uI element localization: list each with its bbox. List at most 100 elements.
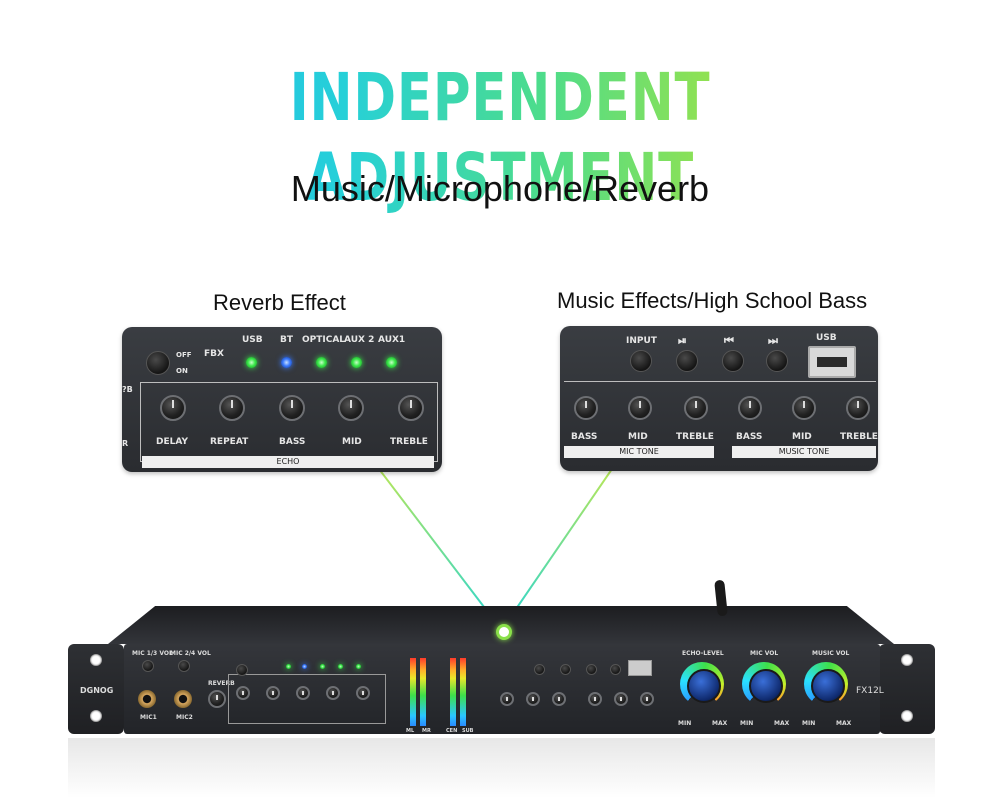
music-bass-label: BASS — [736, 432, 763, 442]
reverb-panel-zoom: OFF ON FBX USB BT OPTICAL AUX 2 AUX1 ?B … — [122, 327, 442, 472]
source-aux1-label: AUX1 — [378, 335, 406, 345]
echo-max-label: MAX — [712, 720, 728, 727]
music-mid-knob[interactable] — [792, 396, 816, 420]
aux2-device-led — [338, 664, 343, 669]
mic13-vol-knob[interactable] — [142, 660, 154, 672]
repeat-knob[interactable] — [219, 395, 245, 421]
mid-knob[interactable] — [338, 395, 364, 421]
treble-device-knob[interactable] — [356, 686, 370, 700]
meter-ml — [410, 658, 416, 726]
mic-min-label: MIN — [740, 720, 754, 727]
mic-bass-knob[interactable] — [574, 396, 598, 420]
mid-label: MID — [342, 437, 362, 447]
usb-led — [246, 357, 257, 368]
edge-label-bottom: R — [122, 439, 129, 448]
meter-sub — [460, 658, 466, 726]
mic24-vol-label: MIC 2/4 VOL — [170, 650, 211, 657]
mic-tone-label: MIC TONE — [564, 446, 714, 458]
mic1-label: MIC1 — [140, 714, 157, 721]
mic-max-label: MAX — [774, 720, 790, 727]
optical-led — [316, 357, 327, 368]
switch-on-label: ON — [176, 367, 188, 375]
echo-level-label: ECHO-LEVEL — [682, 650, 724, 657]
mic2-label: MIC2 — [176, 714, 193, 721]
music-callout-line — [502, 449, 626, 629]
music-tone-label: MUSIC TONE — [732, 446, 876, 458]
reverb-effect-label: Reverb Effect — [213, 290, 346, 315]
model-label: FX12L — [856, 686, 884, 696]
source-aux2-label: AUX 2 — [344, 335, 375, 345]
meter-cen — [450, 658, 456, 726]
device-reflection — [68, 738, 935, 798]
bass-knob[interactable] — [279, 395, 305, 421]
music-treble-label: TREBLE — [840, 432, 878, 442]
next-device-button[interactable] — [610, 664, 621, 675]
repeat-device-knob[interactable] — [266, 686, 280, 700]
music-effects-label: Music Effects/High School Bass — [557, 288, 868, 313]
music-mid-device-knob[interactable] — [614, 692, 628, 706]
input-button[interactable] — [630, 350, 652, 372]
aux1-led — [386, 357, 397, 368]
mic2-jack[interactable] — [174, 690, 192, 708]
music-treble-knob[interactable] — [846, 396, 870, 420]
mic-mid-knob[interactable] — [628, 396, 652, 420]
mid-device-knob[interactable] — [326, 686, 340, 700]
music-max-label: MAX — [836, 720, 852, 727]
next-button[interactable] — [766, 350, 788, 372]
fbx-switch[interactable] — [146, 351, 170, 375]
prev-device-button[interactable] — [586, 664, 597, 675]
callout-origin-marker — [496, 624, 512, 640]
mic-bass-label: BASS — [571, 432, 598, 442]
mic-treble-label: TREBLE — [676, 432, 714, 442]
echo-min-label: MIN — [678, 720, 692, 727]
mic-treble-device-knob[interactable] — [552, 692, 566, 706]
prev-button[interactable] — [722, 350, 744, 372]
music-min-label: MIN — [802, 720, 816, 727]
mic1-jack[interactable] — [138, 690, 156, 708]
input-device-button[interactable] — [534, 664, 545, 675]
source-bt-label: BT — [280, 335, 293, 345]
play-pause-icon: ⏯ — [678, 334, 687, 347]
brand-logo: DGNOG — [80, 686, 114, 695]
mic-mid-label: MID — [628, 432, 648, 442]
left-rack-ear: DGNOG — [68, 644, 124, 734]
reverb-device-knob[interactable] — [208, 690, 226, 708]
echo-section-label: ECHO — [142, 456, 434, 468]
headline: INDEPENDENT ADJUSTMENT — [110, 58, 890, 218]
optical-device-led — [320, 664, 325, 669]
front-panel: MIC 1/3 VOL MIC 2/4 VOL MIC1 MIC2 REVERB… — [124, 644, 884, 734]
mic-treble-knob[interactable] — [684, 396, 708, 420]
bass-label: BASS — [279, 437, 306, 447]
mic-bass-device-knob[interactable] — [500, 692, 514, 706]
echo-level-dial[interactable] — [680, 662, 724, 706]
next-icon: ⏭ — [768, 334, 778, 347]
usb-port-label: USB — [816, 333, 837, 343]
delay-label: DELAY — [156, 437, 188, 447]
meter-sub-label: SUB — [462, 728, 474, 734]
echo-device-frame — [228, 674, 386, 724]
music-panel-zoom: INPUT ⏯ ⏮ ⏭ USB BASS MID TREBLE BASS MID… — [560, 326, 878, 471]
delay-knob[interactable] — [160, 395, 186, 421]
music-bass-device-knob[interactable] — [588, 692, 602, 706]
mic-vol-dial[interactable] — [742, 662, 786, 706]
switch-off-label: OFF — [176, 351, 192, 359]
usb-device-port[interactable] — [628, 660, 652, 676]
play-device-button[interactable] — [560, 664, 571, 675]
mic24-vol-knob[interactable] — [178, 660, 190, 672]
meter-mr — [420, 658, 426, 726]
right-rack-ear — [879, 644, 935, 734]
mic13-vol-label: MIC 1/3 VOL — [132, 650, 173, 657]
music-vol-dial[interactable] — [804, 662, 848, 706]
music-bass-knob[interactable] — [738, 396, 762, 420]
bass-device-knob[interactable] — [296, 686, 310, 700]
input-label: INPUT — [626, 336, 657, 346]
usb-port[interactable] — [808, 346, 856, 378]
treble-knob[interactable] — [398, 395, 424, 421]
music-treble-device-knob[interactable] — [640, 692, 654, 706]
delay-device-knob[interactable] — [236, 686, 250, 700]
echo-section-frame — [140, 382, 438, 462]
mic-mid-device-knob[interactable] — [526, 692, 540, 706]
fbx-device-switch[interactable] — [236, 664, 248, 676]
play-pause-button[interactable] — [676, 350, 698, 372]
